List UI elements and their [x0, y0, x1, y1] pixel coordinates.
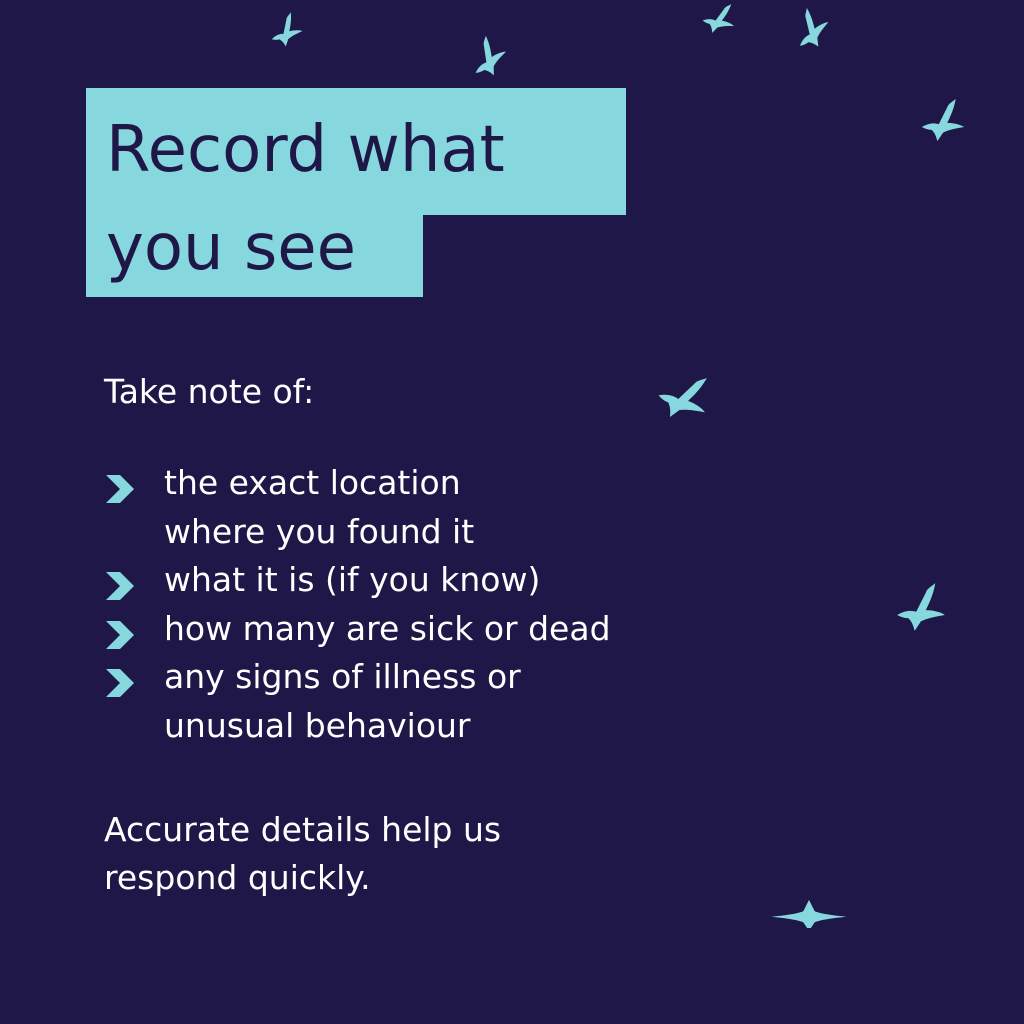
- chevron-right-icon: [106, 620, 134, 649]
- page-title-line-2: you see: [106, 211, 357, 285]
- chevron-right-icon: [106, 572, 134, 600]
- list-item: any signs of illness or unusual behaviou…: [104, 653, 611, 750]
- intro-text: Take note of:: [104, 372, 315, 411]
- title-box-line-2: you see: [86, 214, 423, 297]
- title-box-line-1: Record what: [86, 88, 626, 215]
- page-title-line-1: Record what: [106, 113, 505, 187]
- bird-icon: [788, 8, 834, 50]
- list-item-text-line: the exact location: [164, 463, 461, 502]
- bird-icon: [266, 12, 306, 48]
- bird-icon: [921, 98, 965, 142]
- bird-icon: [771, 899, 847, 928]
- bird-icon: [466, 36, 510, 78]
- list-item-text-line: where you found it: [164, 511, 475, 551]
- bird-icon: [700, 0, 738, 36]
- chevron-right-icon: [106, 669, 134, 697]
- chevron-right-icon: [106, 475, 134, 503]
- list-item: what it is (if you know): [104, 556, 611, 605]
- closing-text: Accurate details help us respond quickly…: [104, 806, 501, 902]
- bird-icon: [656, 368, 712, 424]
- list-item: how many are sick or dead: [104, 605, 611, 654]
- list-item-text-line: what it is (if you know): [164, 560, 541, 599]
- list-item: the exact location where you found it: [104, 459, 611, 556]
- list-item-text-line: unusual behaviour: [164, 705, 471, 745]
- closing-text-line-1: Accurate details help us: [104, 810, 502, 849]
- bird-icon: [897, 583, 945, 631]
- checklist: the exact location where you found it wh…: [104, 459, 611, 750]
- list-item-text-line: how many are sick or dead: [164, 608, 611, 648]
- closing-text-line-2: respond quickly.: [104, 858, 371, 897]
- list-item-text-line: any signs of illness or: [164, 657, 521, 696]
